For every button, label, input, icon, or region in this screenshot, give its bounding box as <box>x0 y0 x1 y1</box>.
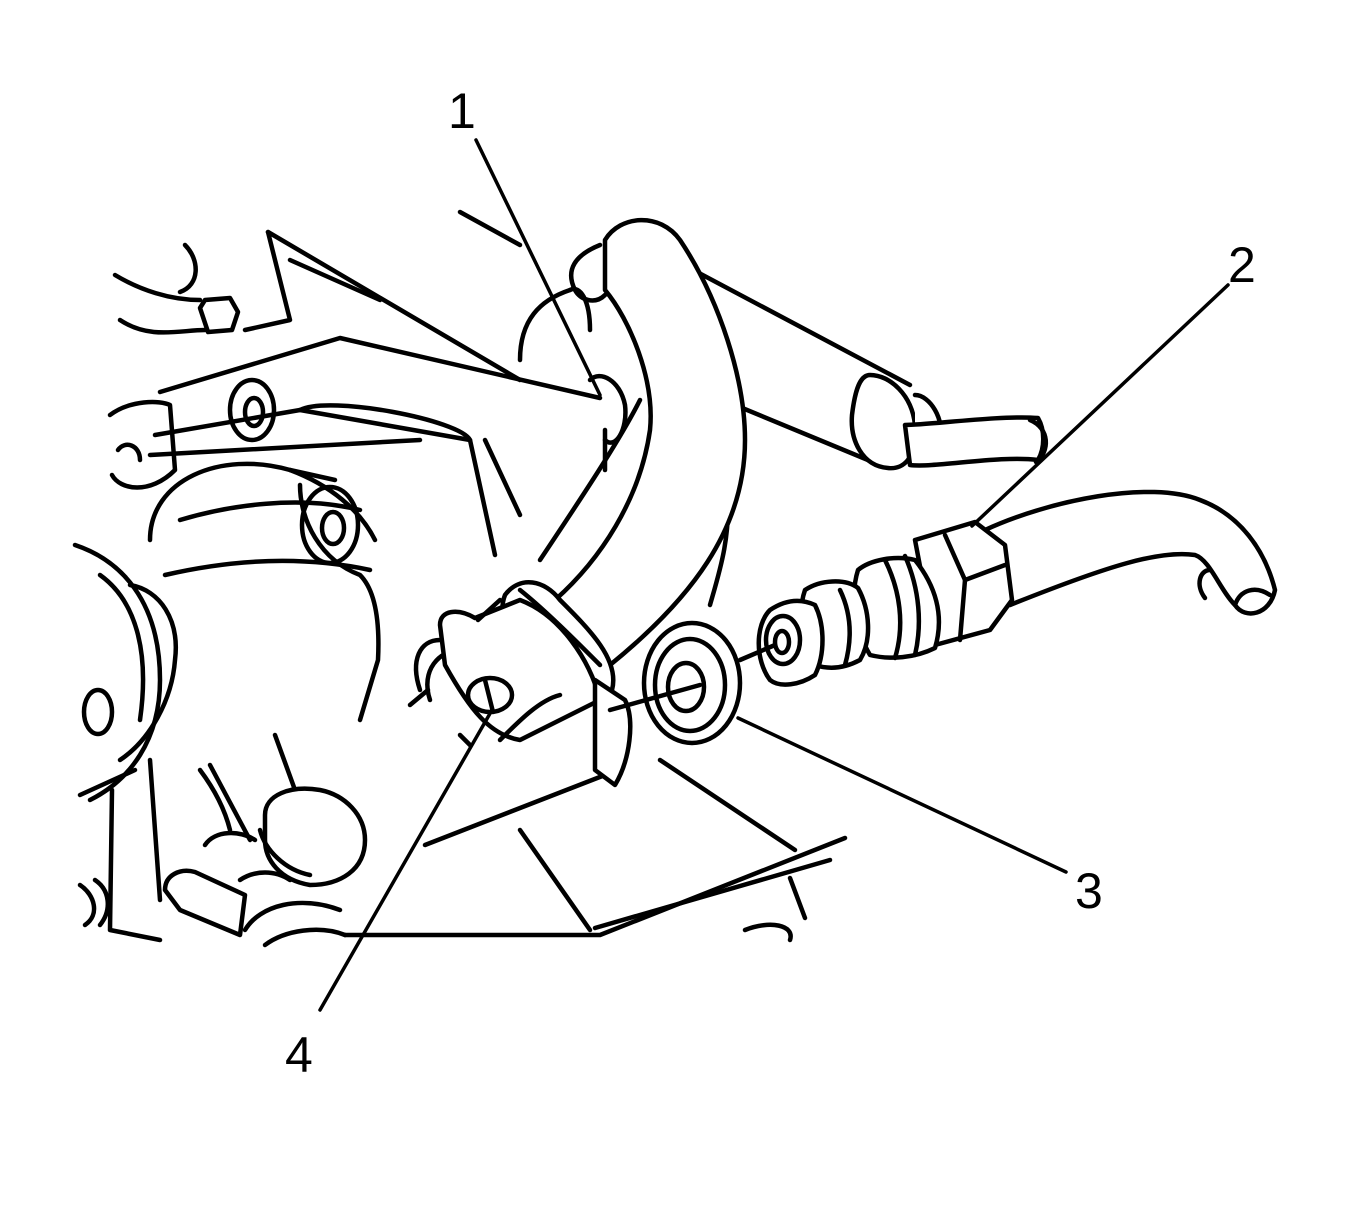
callout-labels: 1 2 3 4 <box>285 83 1256 1083</box>
return-hose-fitting <box>737 489 1278 687</box>
leader-line-1 <box>474 138 602 397</box>
rear-tube <box>662 252 1048 471</box>
callout-2: 2 <box>1228 237 1256 293</box>
leader-line-2 <box>970 283 1230 528</box>
leader-line-3 <box>736 716 1068 874</box>
callout-1: 1 <box>448 83 476 139</box>
o-ring-seal <box>607 620 743 746</box>
leader-lines <box>318 138 1230 1012</box>
callout-3: 3 <box>1075 863 1103 919</box>
callout-4: 4 <box>285 1027 313 1083</box>
engine-housing <box>72 209 848 948</box>
leader-line-4 <box>318 708 494 1012</box>
pressure-hose <box>437 217 748 788</box>
